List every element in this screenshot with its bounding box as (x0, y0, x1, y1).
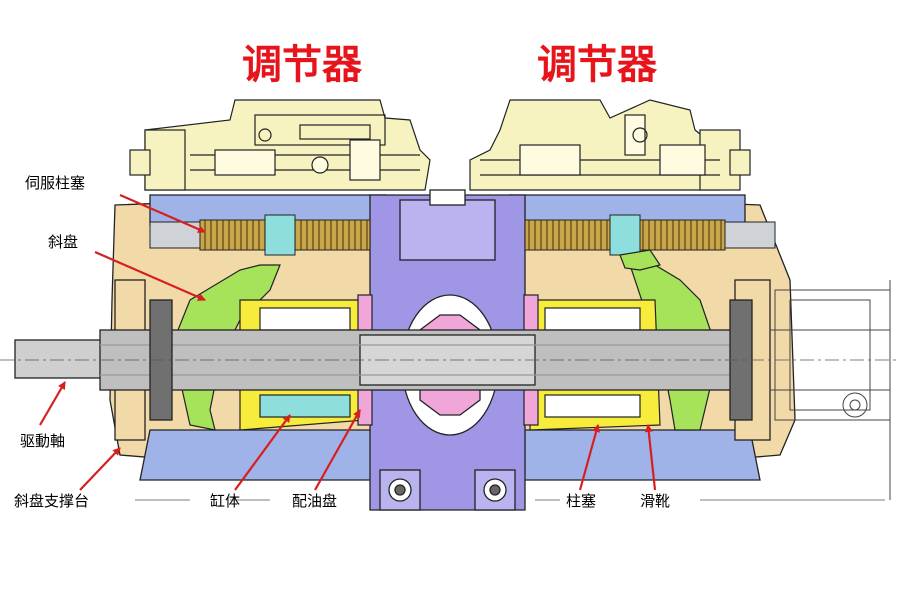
label-swash-plate: 斜盘 (48, 233, 78, 251)
regulator-left (129, 99, 431, 191)
servo-piston-left (149, 214, 371, 256)
servo-piston-right (524, 214, 776, 256)
arrow-swash-support (79, 447, 121, 491)
arrow-valve-plate (314, 409, 361, 491)
title-regulator-left: 调节器 (242, 42, 363, 88)
regulator-right (469, 99, 751, 191)
label-servo-piston: 伺服柱塞 (25, 174, 85, 192)
arrow-swash-plate (94, 250, 206, 302)
label-valve-plate: 配油盘 (292, 492, 337, 510)
label-slipper: 滑靴 (640, 492, 670, 510)
dimension-lines (0, 359, 900, 501)
rear-auxiliary-pump (770, 280, 891, 500)
arrow-slipper (644, 424, 657, 491)
label-swash-support: 斜盘支撑台 (14, 492, 89, 510)
label-piston: 柱塞 (566, 492, 596, 510)
arrow-servo-piston (119, 193, 206, 234)
arrow-piston (578, 424, 600, 491)
leader-arrows (39, 193, 657, 491)
label-cylinder-block: 缸体 (210, 492, 240, 510)
label-drive-shaft: 驱動軸 (20, 432, 65, 450)
arrow-cylinder-block (234, 414, 291, 491)
arrow-drive-shaft (39, 381, 66, 426)
title-regulator-right: 调节器 (537, 42, 658, 88)
